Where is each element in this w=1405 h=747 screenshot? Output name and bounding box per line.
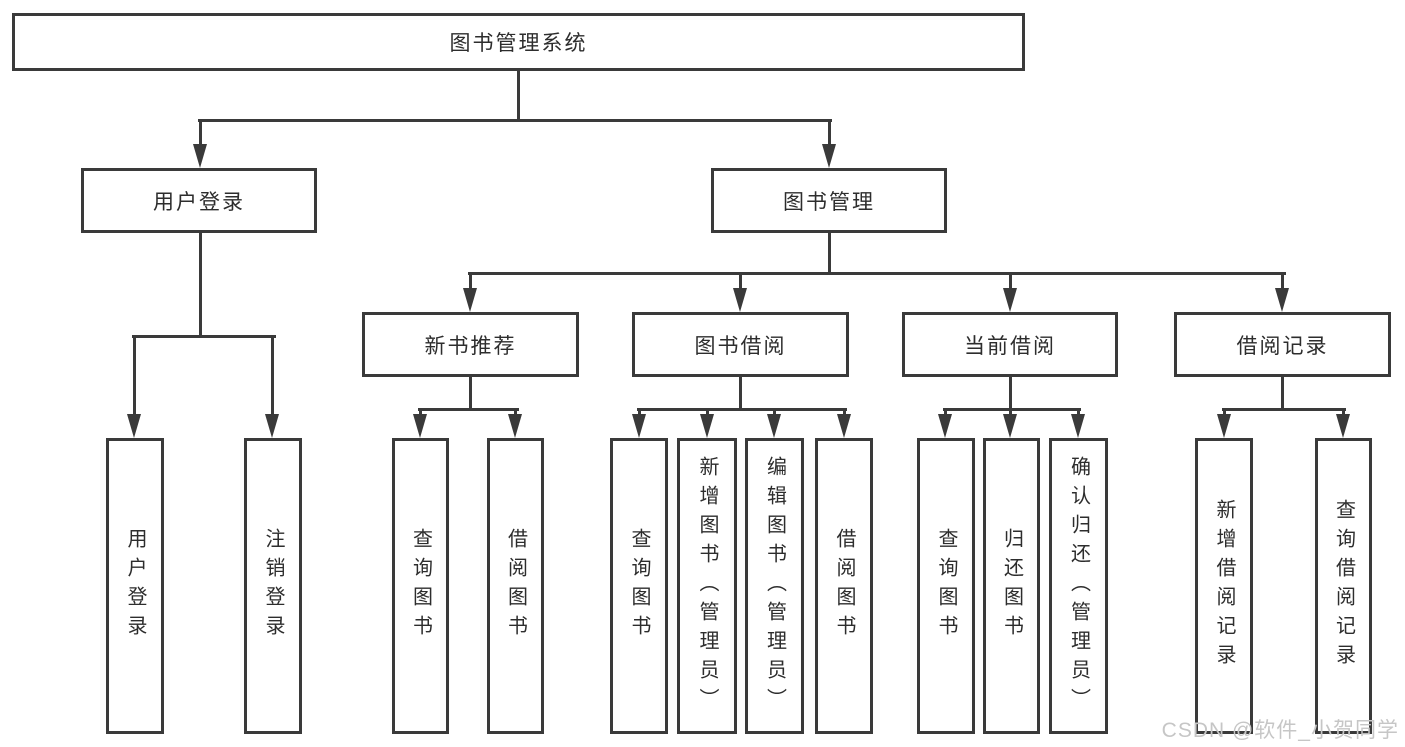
node-book-management: 图书管理 <box>711 168 947 233</box>
connector-line <box>827 120 831 150</box>
connector-line <box>1008 273 1012 294</box>
arrow-down-icon <box>632 414 646 438</box>
arrow-down-icon <box>413 414 427 438</box>
arrow-down-icon <box>265 414 279 438</box>
node-label: 编辑图书（管理员） <box>763 455 786 717</box>
node-label: 注销登录 <box>262 528 284 644</box>
node-label: 查询图书 <box>935 528 957 644</box>
node-label: 图书管理 <box>783 190 875 214</box>
node-label: 当前借阅 <box>964 334 1056 358</box>
arrow-down-icon <box>733 288 747 312</box>
node-label: 新书推荐 <box>424 334 517 358</box>
connector-line <box>197 118 832 122</box>
node-current-borrowing: 当前借阅 <box>902 312 1118 377</box>
arrow-down-icon <box>193 144 207 168</box>
arrow-down-icon <box>1071 414 1085 438</box>
node-leaf-user-login: 用户登录 <box>106 438 164 734</box>
arrow-down-icon <box>837 414 851 438</box>
node-label: 借阅图书 <box>833 528 855 644</box>
arrow-down-icon <box>822 144 836 168</box>
node-label: 查询图书 <box>628 528 650 644</box>
arrow-down-icon <box>700 414 714 438</box>
node-leaf-edit-book-admin: 编辑图书（管理员） <box>745 438 804 734</box>
connector-line <box>468 375 472 411</box>
connector-line <box>827 232 831 275</box>
connector-line <box>1008 375 1012 411</box>
node-user-login: 用户登录 <box>81 168 317 233</box>
arrow-down-icon <box>508 414 522 438</box>
node-book-borrowing: 图书借阅 <box>632 312 849 377</box>
arrow-down-icon <box>767 414 781 438</box>
connector-line <box>467 271 1286 275</box>
node-leaf-logout: 注销登录 <box>244 438 302 734</box>
node-leaf-add-borrow-record: 新增借阅记录 <box>1195 438 1253 734</box>
node-leaf-query-book-recommend: 查询图书 <box>392 438 449 734</box>
connector-line <box>738 273 742 294</box>
node-borrowing-records: 借阅记录 <box>1174 312 1391 377</box>
node-label: 借阅记录 <box>1236 334 1329 358</box>
connector-line <box>738 375 742 411</box>
node-leaf-add-book-admin: 新增图书（管理员） <box>677 438 737 734</box>
node-leaf-query-book-borrowing: 查询图书 <box>610 438 668 734</box>
connector-line <box>198 232 202 338</box>
node-new-book-recommend: 新书推荐 <box>362 312 579 377</box>
watermark: CSDN @软件_小贺同学 <box>1161 719 1399 742</box>
connector-line <box>942 407 1081 411</box>
connector-line <box>132 336 136 420</box>
arrow-down-icon <box>1003 288 1017 312</box>
node-label: 用户登录 <box>153 190 245 214</box>
connector-line <box>417 407 519 411</box>
node-leaf-borrow-book-recommend: 借阅图书 <box>487 438 544 734</box>
arrow-down-icon <box>1003 414 1017 438</box>
node-leaf-query-borrow-record: 查询借阅记录 <box>1315 438 1372 734</box>
node-label: 图书借阅 <box>694 334 787 358</box>
node-leaf-query-book-current: 查询图书 <box>917 438 975 734</box>
connector-line <box>1221 407 1346 411</box>
node-label: 确认归还（管理员） <box>1067 455 1090 717</box>
node-label: 查询图书 <box>409 528 432 644</box>
connector-line <box>198 120 202 150</box>
node-label: 借阅图书 <box>504 528 527 644</box>
node-label: 新增图书（管理员） <box>696 455 718 717</box>
node-library-management-system: 图书管理系统 <box>12 13 1025 71</box>
connector-line <box>270 336 274 420</box>
connector-line <box>516 71 520 122</box>
connector-line <box>636 407 847 411</box>
connector-line <box>1280 375 1284 411</box>
node-leaf-confirm-return-admin: 确认归还（管理员） <box>1049 438 1108 734</box>
arrow-down-icon <box>1336 414 1350 438</box>
arrow-down-icon <box>1217 414 1231 438</box>
node-label: 查询借阅记录 <box>1332 499 1355 673</box>
node-label: 新增借阅记录 <box>1213 499 1235 673</box>
connector-line <box>131 334 276 338</box>
node-label: 归还图书 <box>1000 528 1023 644</box>
connector-line <box>1280 273 1284 294</box>
node-leaf-borrow-book-borrowing: 借阅图书 <box>815 438 873 734</box>
node-leaf-return-book: 归还图书 <box>983 438 1040 734</box>
arrow-down-icon <box>463 288 477 312</box>
node-label: 图书管理系统 <box>449 32 588 55</box>
arrow-down-icon <box>127 414 141 438</box>
arrow-down-icon <box>1275 288 1289 312</box>
arrow-down-icon <box>938 414 952 438</box>
connector-line <box>468 273 472 294</box>
node-label: 用户登录 <box>124 528 146 644</box>
